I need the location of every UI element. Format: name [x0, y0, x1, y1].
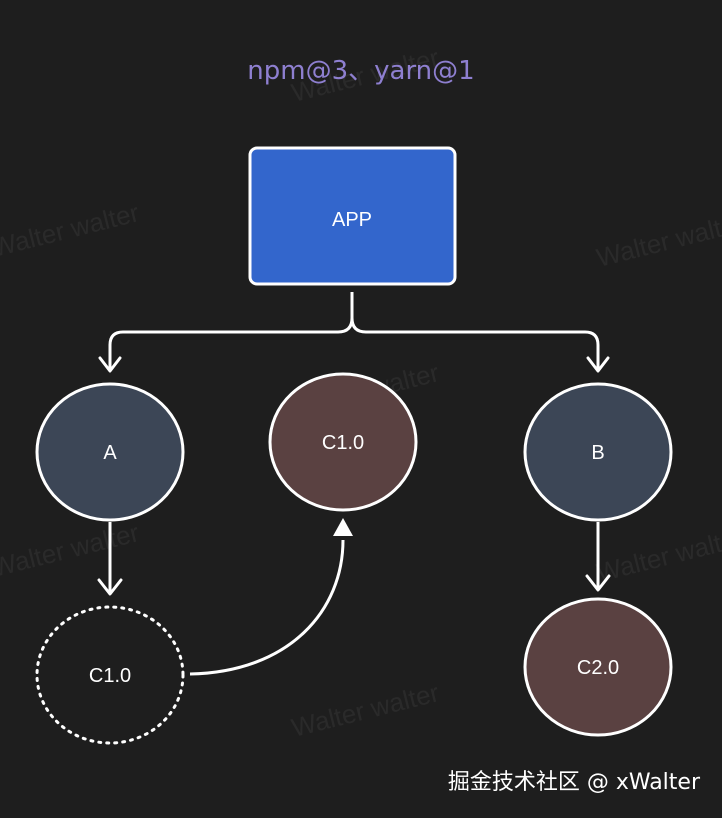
app-label: APP: [332, 209, 372, 231]
node-a: A: [35, 382, 185, 522]
node-c2: C2.0: [523, 597, 673, 737]
diagram-title: npm@3、yarn@1: [247, 56, 475, 86]
node-c2-label: C2.0: [577, 657, 619, 679]
branch-connector: [108, 292, 354, 370]
node-b: B: [523, 382, 673, 522]
node-a-label: A: [103, 442, 117, 464]
arrowhead-a: [98, 356, 122, 373]
arrowhead-curve: [333, 518, 353, 536]
arrowhead-b: [586, 356, 610, 373]
branch-connector: [350, 317, 600, 370]
arrowhead-a-c1: [97, 578, 123, 596]
app-node: APP: [248, 146, 457, 286]
node-c1-hoisted-label: C1.0: [322, 432, 364, 454]
node-c1-dashed: C1.0: [35, 605, 185, 745]
footer-credit: 掘金技术社区 @ xWalter: [447, 770, 700, 795]
node-c1-dashed-label: C1.0: [89, 665, 131, 687]
arrow-curve-to-hoisted: [189, 539, 345, 676]
node-c1-hoisted: C1.0: [268, 372, 418, 512]
node-b-label: B: [591, 442, 604, 464]
arrowhead-b-c2: [585, 574, 611, 592]
